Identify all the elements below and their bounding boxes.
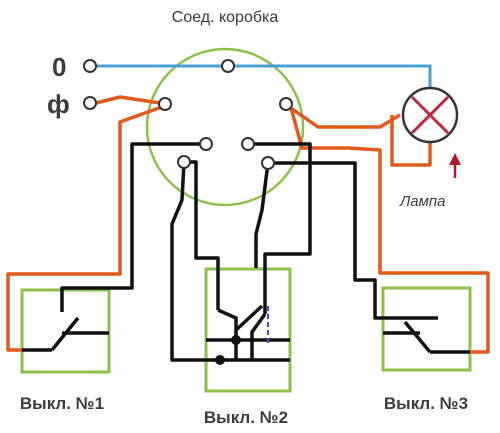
switch-3-mechanism	[383, 320, 470, 354]
phase-terminal	[83, 96, 97, 110]
traveller-wire-2c	[254, 162, 270, 268]
terminals	[83, 59, 293, 170]
traveller-wire-2b	[268, 161, 438, 320]
switch-3-box	[381, 286, 472, 372]
junction-box-label: Соед. коробка	[172, 9, 279, 26]
switch-2-node-upper	[231, 335, 241, 345]
traveller-wire-1c	[170, 161, 206, 362]
switch-2-node-lower	[215, 355, 225, 365]
box-terminal-traveller-2	[241, 137, 255, 151]
lamp-label: Лампа	[399, 193, 446, 210]
switch-3-label: Выкл. №3	[384, 394, 468, 413]
traveller-wire-1a	[60, 142, 206, 312]
phase-to-switch-1-wire	[6, 102, 171, 352]
lamp-return-wire	[390, 115, 432, 167]
box-terminal-neutral	[221, 59, 235, 73]
switch-1-box	[20, 288, 111, 374]
switch-2-box	[204, 267, 292, 393]
neutral-terminal	[83, 59, 97, 73]
lamp-icon	[401, 86, 459, 144]
traveller-wire-1b	[184, 160, 220, 310]
switch-2-mechanism	[206, 304, 290, 362]
traveller-wire-2a	[248, 142, 312, 314]
switch-1-label: Выкл. №1	[20, 394, 104, 413]
arrow-up-icon	[449, 153, 461, 178]
junction-box-outline	[145, 47, 305, 207]
lamp-feed-wire	[283, 102, 401, 129]
box-terminal-traveller-3	[177, 155, 191, 169]
box-terminal-lamp	[279, 97, 293, 111]
switch-2-label: Выкл. №2	[204, 408, 288, 427]
lamp-to-switch-3-wire	[288, 103, 490, 354]
box-terminal-phase	[158, 97, 172, 111]
neutral-label: 0	[52, 52, 66, 82]
phase-label: ф	[47, 89, 70, 119]
switch-1-mechanism	[22, 316, 109, 352]
phase-feed-wire	[95, 95, 161, 105]
box-terminal-traveller-1	[199, 137, 213, 151]
box-terminal-traveller-4	[261, 156, 275, 170]
neutral-wire	[96, 64, 432, 88]
traveller-wires	[60, 142, 438, 362]
